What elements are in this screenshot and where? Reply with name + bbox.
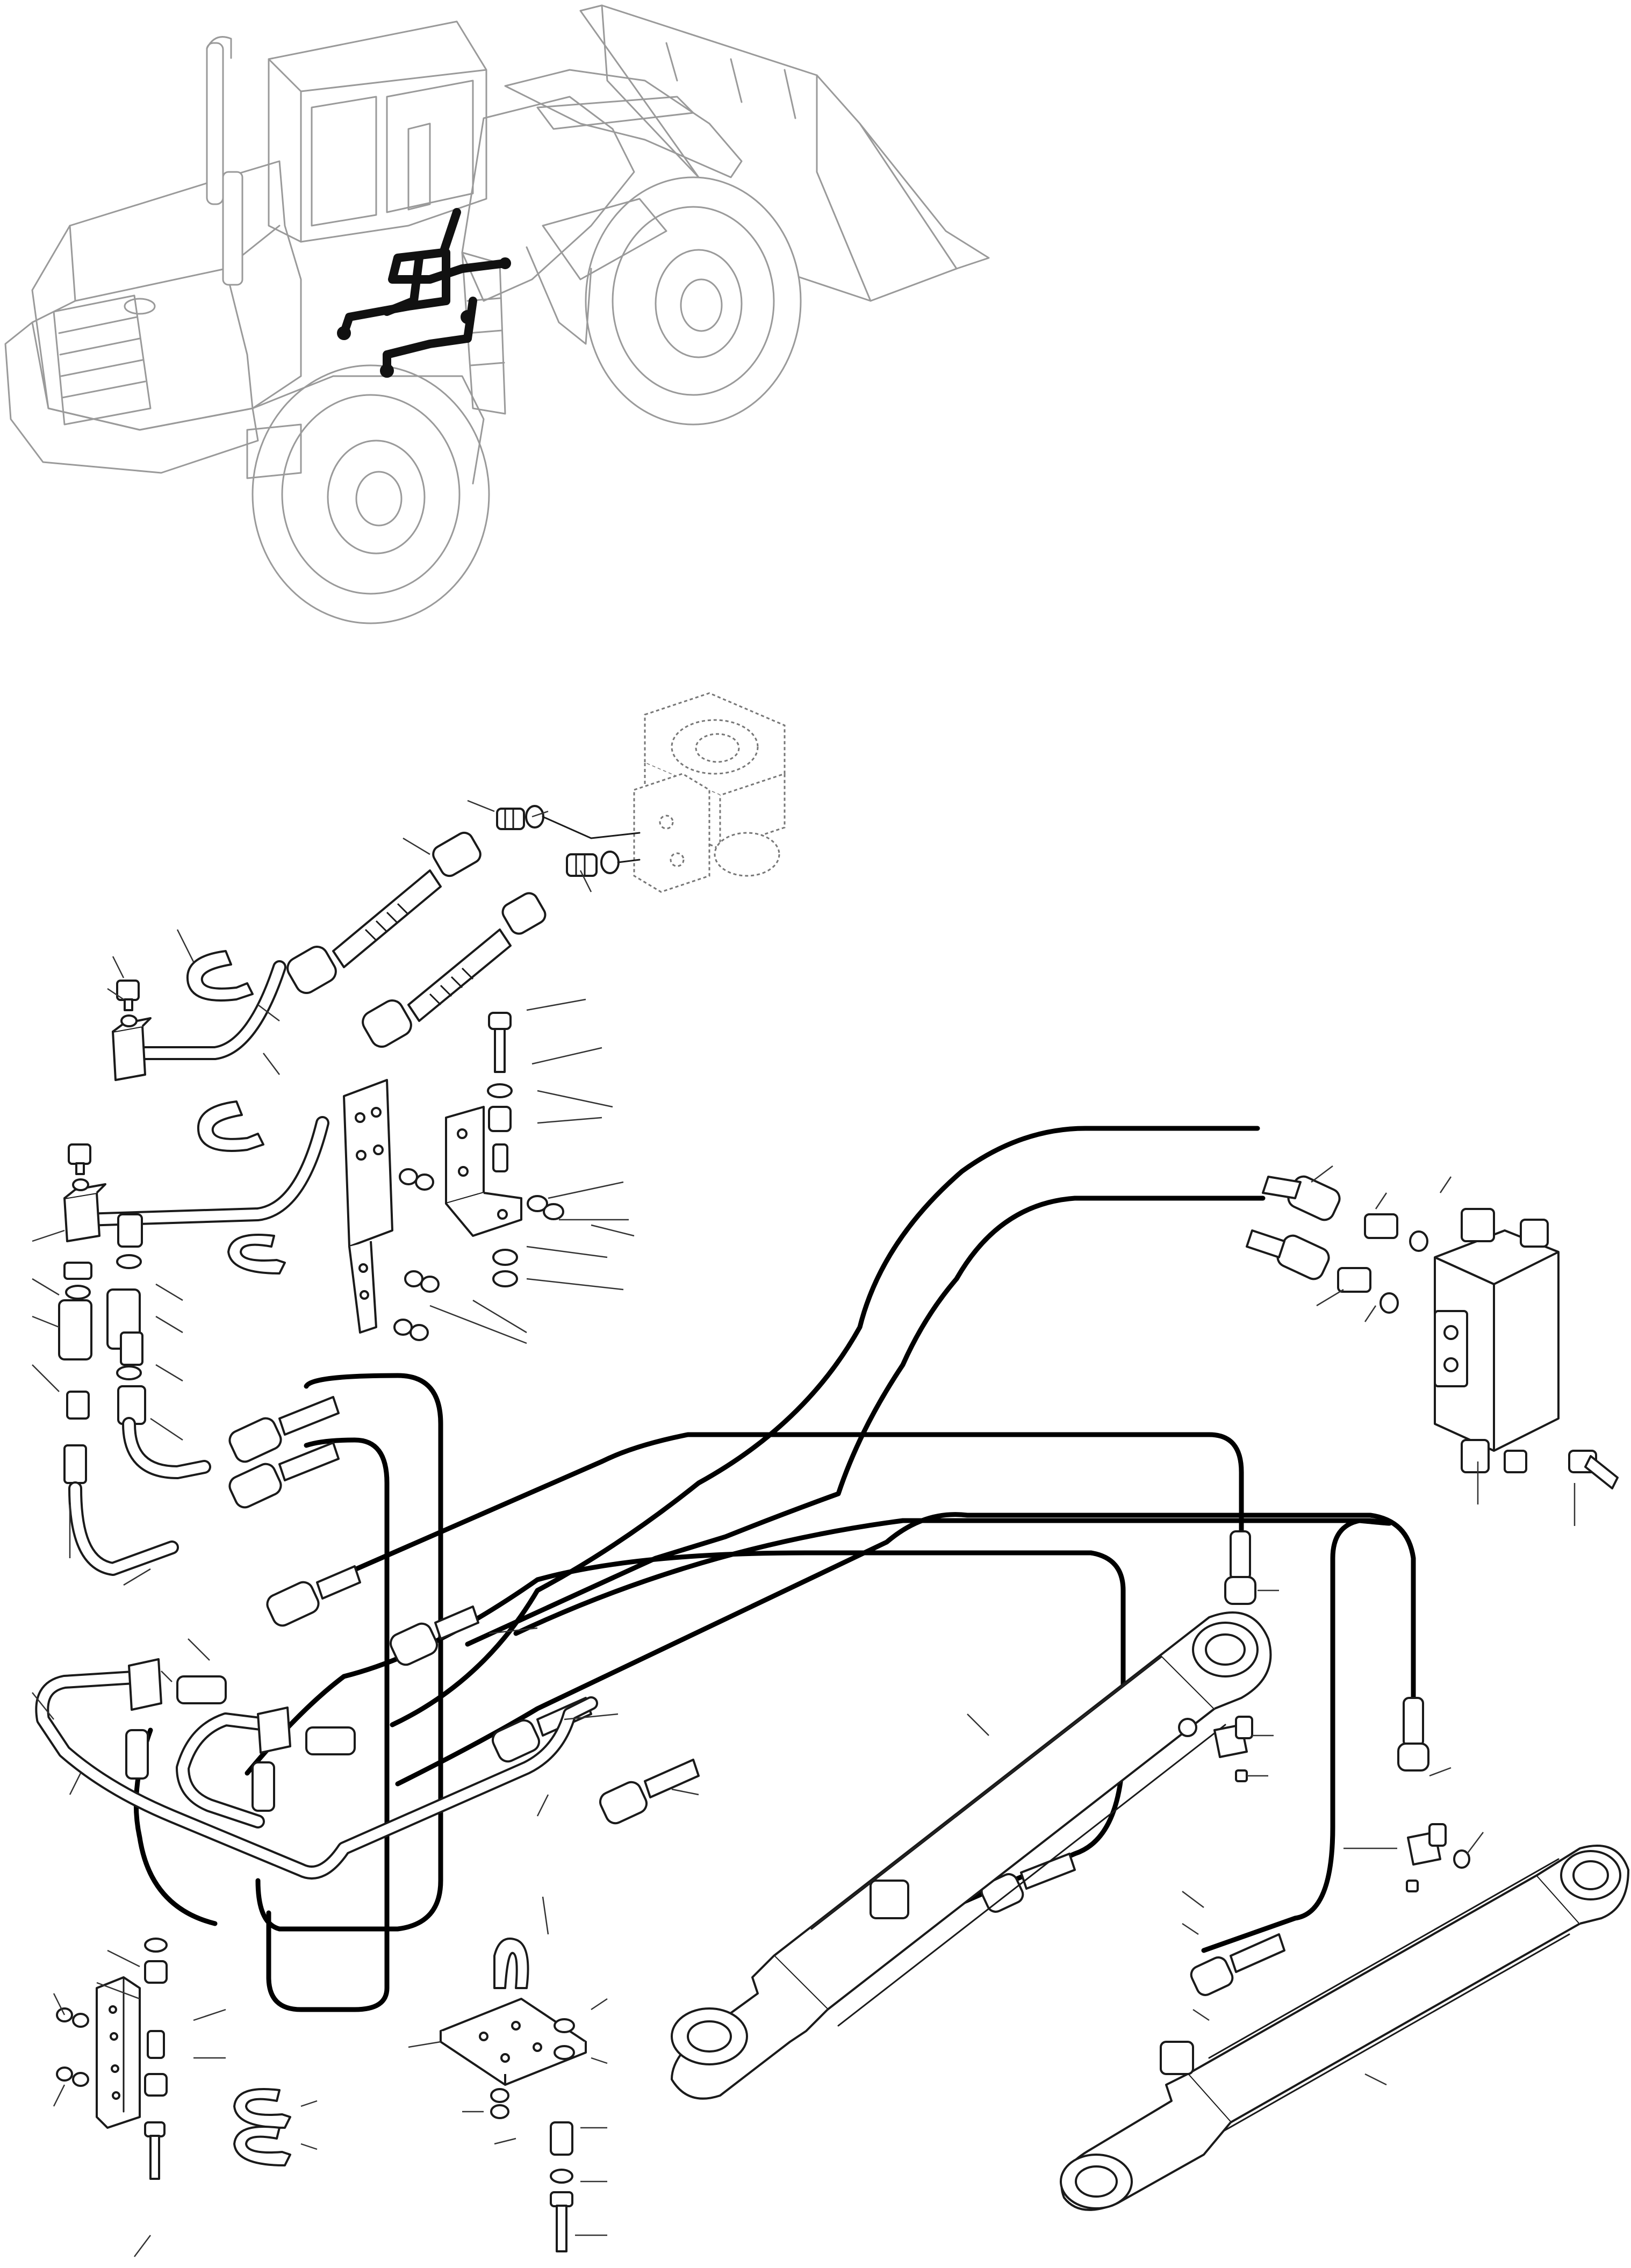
exhaust-stack: [206, 36, 243, 286]
tee-fitting: [128, 1658, 162, 1711]
rear-wheel: [252, 364, 490, 624]
bolt: [144, 2121, 166, 2180]
elbow-fitting: [1407, 1823, 1447, 1866]
hydraulic-cylinder: [1060, 1823, 1629, 2211]
hose-assembly: [286, 831, 482, 994]
bolt: [488, 1012, 512, 1073]
mounting-brackets: [343, 1012, 564, 1341]
hose-end: [266, 1565, 361, 1627]
adapter-fitting: [1364, 1213, 1398, 1239]
banjo-bolt: [116, 980, 140, 1027]
hose-end: [1224, 1530, 1256, 1605]
leader-lines: [32, 800, 1576, 2257]
bracket: [445, 1106, 522, 1237]
highlighted-hose-assembly: [337, 208, 511, 378]
u-bolt: [197, 1100, 264, 1152]
fitting-stack: [58, 1213, 146, 1484]
lower-bracket-hardware: [56, 1938, 291, 2180]
pump-fittings: [496, 805, 641, 877]
bracket: [343, 1079, 393, 1334]
wheel-loader-overview: [4, 4, 990, 624]
u-bolt: [186, 950, 254, 1002]
hose-end: [228, 1442, 340, 1509]
radiator-grille: [53, 294, 156, 426]
hydraulic-cylinder: [671, 1611, 1272, 2100]
control-valve: [1246, 1175, 1619, 1489]
u-bolt: [233, 2126, 291, 2166]
hose-end: [1190, 1933, 1285, 1996]
tee-fitting: [257, 1707, 291, 1754]
hose-end-fittings: [228, 1396, 1429, 1996]
bolt: [550, 2191, 573, 2252]
lower-center-hardware: [440, 1938, 587, 2252]
o-ring: [525, 805, 544, 829]
operator-cab: [268, 20, 487, 243]
pump-assembly: [633, 692, 786, 893]
adapter-fitting: [496, 808, 525, 830]
front-wheel: [526, 176, 802, 426]
hose-end: [1262, 1175, 1341, 1221]
hose-end: [389, 1605, 479, 1666]
upper-left-tubes: [58, 950, 329, 1576]
banjo-bolt: [68, 1143, 91, 1191]
o-ring: [600, 851, 620, 874]
u-bolt: [493, 1938, 529, 1989]
u-bolt: [227, 1234, 286, 1275]
hose-end: [228, 1396, 340, 1463]
elbow-fitting: [1213, 1716, 1253, 1758]
adapter-fitting: [566, 853, 598, 877]
pump-hoses: [286, 831, 547, 1048]
hose-end: [599, 1759, 700, 1825]
hose-end: [1397, 1697, 1429, 1772]
bolt: [1568, 1450, 1619, 1489]
hose-end: [1246, 1229, 1330, 1280]
adapter-fitting: [1337, 1267, 1371, 1293]
hose-assembly: [362, 892, 547, 1048]
u-bolt: [233, 2088, 291, 2129]
tee-fitting: [63, 1183, 106, 1242]
hose-routing: [133, 1126, 1416, 2012]
steel-tube-loop: [35, 1658, 598, 1880]
